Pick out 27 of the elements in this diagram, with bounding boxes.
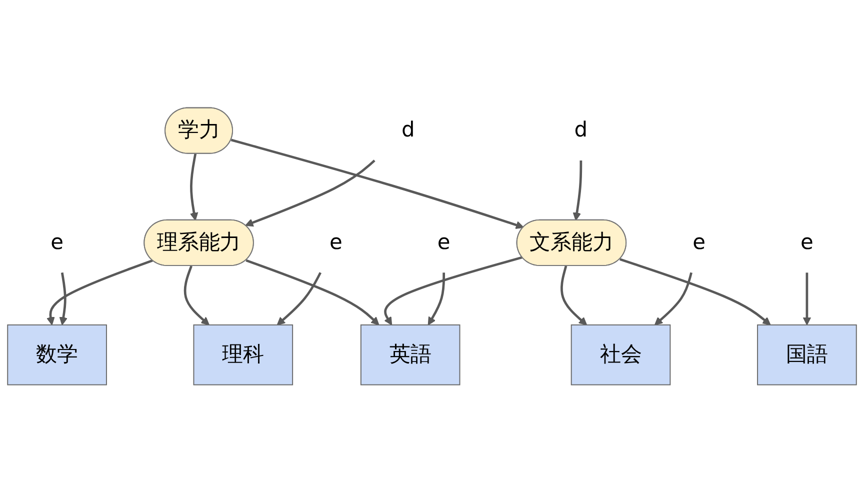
arrow bbox=[276, 272, 322, 326]
node-text: e bbox=[437, 231, 450, 255]
arrow bbox=[190, 154, 198, 222]
node-box: 国語 bbox=[757, 324, 857, 386]
arrow bbox=[802, 272, 812, 326]
arrow bbox=[384, 256, 523, 326]
arrow bbox=[572, 160, 582, 222]
node-text: d bbox=[574, 118, 588, 143]
node-text: e bbox=[692, 231, 706, 255]
node-text: d bbox=[402, 118, 415, 143]
node-box: 数学 bbox=[7, 324, 107, 386]
arrow bbox=[245, 160, 376, 227]
node-text: e bbox=[800, 231, 814, 255]
arrow bbox=[428, 272, 445, 326]
arrow bbox=[560, 266, 588, 326]
node-box: 社会 bbox=[570, 324, 671, 386]
arrow bbox=[654, 272, 692, 326]
arrow bbox=[246, 260, 380, 326]
arrow bbox=[59, 272, 68, 326]
arrow bbox=[184, 266, 210, 326]
node-text: e bbox=[50, 231, 64, 255]
arrow bbox=[230, 139, 524, 230]
arrow bbox=[620, 258, 771, 326]
arrow bbox=[46, 260, 153, 326]
node-box: 理科 bbox=[193, 324, 294, 386]
node-box: 英語 bbox=[360, 324, 460, 386]
node-text: e bbox=[329, 231, 342, 255]
